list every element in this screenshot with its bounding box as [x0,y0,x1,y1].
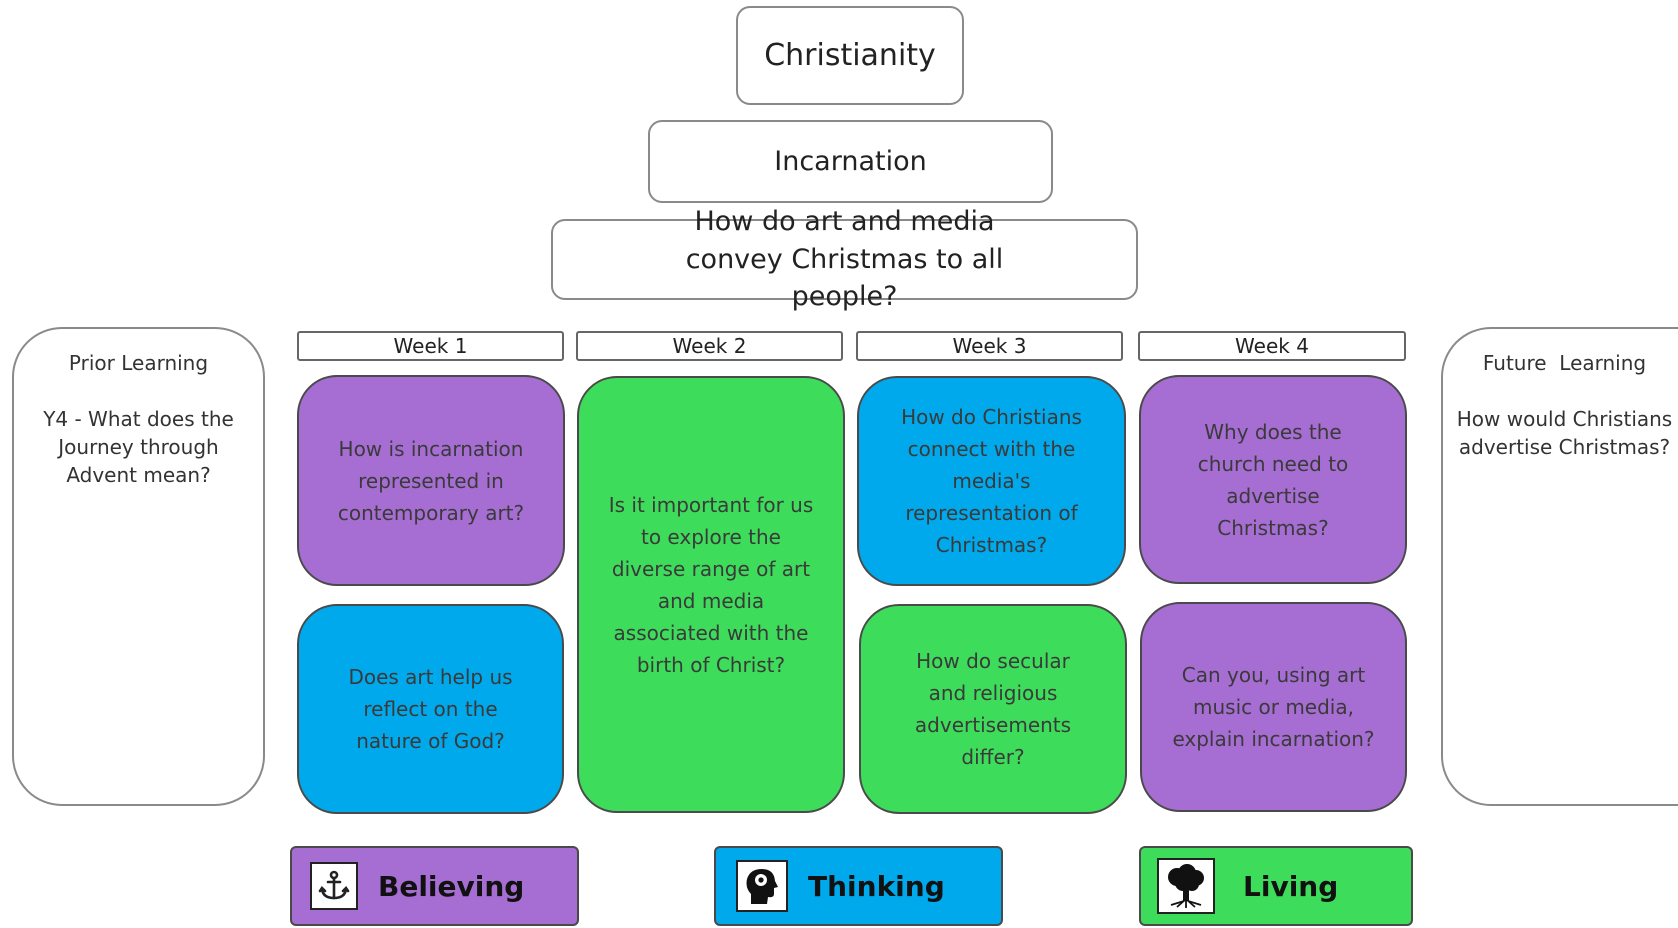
future-learning-heading: Future Learning [1482,351,1647,375]
week-3-header: Week 3 [856,331,1123,361]
week-1-card-2: Does art help us reflect on the nature o… [297,604,564,814]
key-question-text: How do art and media convey Christmas to… [685,205,1004,313]
week-1-header: Week 1 [297,331,564,361]
legend-living: Living [1139,846,1413,926]
key-question-box: How do art and media convey Christmas to… [551,206,1138,312]
week-1-card-2-text: Does art help us reflect on the nature o… [348,665,513,753]
legend-believing-label: Believing [378,869,525,903]
head-icon [736,860,788,912]
future-learning-text: How would Christians advertise Christmas… [1456,407,1673,459]
tree-icon [1157,858,1215,914]
future-learning-box: Future Learning How would Christians adv… [1441,327,1678,806]
week-2-card-1: Is it important for us to explore the di… [577,376,845,813]
legend-living-label: Living [1243,869,1339,903]
prior-learning-box: Prior Learning Y4 - What does the Journe… [12,327,265,806]
subtitle-box: Incarnation [648,120,1053,203]
subtitle-text: Incarnation [774,146,927,177]
week-1-card-1-text: How is incarnation represented in contem… [337,436,525,525]
legend-thinking: Thinking [714,846,1003,926]
week-3-card-1-text: How do Christians connect with the media… [901,405,1082,557]
title-box: Christianity [736,6,964,105]
week-2-card-1-text: Is it important for us to explore the di… [608,492,814,677]
week-3-card-1: How do Christians connect with the media… [857,376,1126,586]
week-4-card-1-text: Why does the church need to advertise Ch… [1197,419,1349,540]
week-4-card-2-text: Can you, using art music or media, expla… [1172,663,1375,751]
week-4-header: Week 4 [1138,331,1406,361]
prior-learning-heading: Prior Learning [68,351,209,375]
week-4-card-2: Can you, using art music or media, expla… [1140,602,1407,812]
week-1-card-1: How is incarnation represented in contem… [297,375,565,586]
legend-thinking-label: Thinking [808,869,945,903]
title-text: Christianity [764,37,936,73]
week-3-card-2-text: How do secular and religious advertiseme… [914,649,1072,769]
week-3-card-2: How do secular and religious advertiseme… [859,604,1127,814]
week-4-card-1: Why does the church need to advertise Ch… [1139,375,1407,584]
legend-believing: Believing [290,846,579,926]
anchor-icon [310,862,358,910]
week-2-header: Week 2 [576,331,843,361]
prior-learning-text: Y4 - What does the Journey through Adven… [43,407,234,487]
